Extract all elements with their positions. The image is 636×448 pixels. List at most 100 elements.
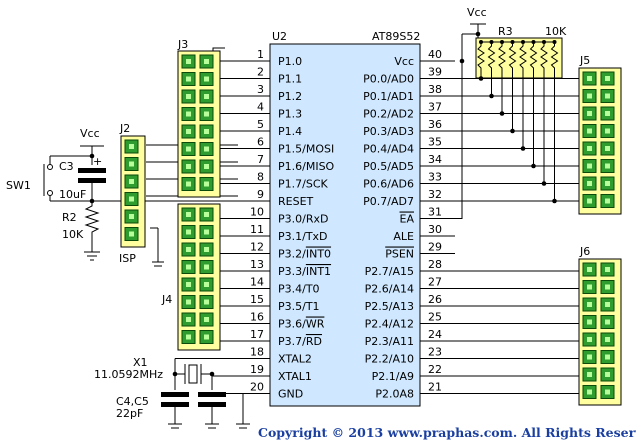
capacitor-c5-plate (198, 392, 226, 397)
chip-pin-40-name: Vcc (394, 55, 414, 68)
header-pin-center (587, 354, 592, 360)
header-pin-center (605, 389, 610, 395)
chip-pin-39-name: P0.0/AD0 (363, 73, 414, 86)
header-pin-center (204, 146, 209, 152)
junction-dot (520, 146, 526, 151)
header-pin-center (186, 247, 191, 252)
header-pin-center (204, 212, 209, 217)
chip-pin-21-name: P2.0A8 (375, 388, 414, 401)
header-pin-center (186, 129, 191, 134)
chip-pin-11-name: P3.1/TxD (278, 230, 328, 243)
header-pin-center (129, 161, 134, 167)
header-j4 (177, 203, 221, 351)
chip-pin-6-number: 6 (257, 136, 264, 149)
header-pin-center (204, 59, 209, 64)
chip-pin-2-name: P1.1 (278, 73, 302, 86)
r3-element (550, 42, 559, 74)
chip-pin-2-number: 2 (257, 66, 264, 79)
capacitor-c5-plate (198, 402, 226, 407)
chip-pin-37-number: 37 (428, 101, 442, 114)
chip-pin-20-name: GND (278, 388, 303, 401)
header-j3 (177, 50, 221, 198)
chip-pin-34-number: 34 (428, 153, 442, 166)
chip-pin-27-name: P2.6/A14 (365, 283, 414, 296)
header-pin-center (605, 267, 610, 272)
header-pin-center (204, 76, 209, 82)
header-pin-center (129, 231, 134, 237)
chip-pin-32-name: P0.7/AD7 (363, 195, 414, 208)
chip-pin-32-number: 32 (428, 188, 442, 201)
header-pin-center (605, 76, 610, 81)
chip-pin-23-number: 23 (428, 346, 442, 359)
header-pin-center (587, 111, 592, 116)
label-j2: J2 (119, 122, 130, 135)
header-pin-center (129, 179, 134, 184)
header-pin-center (587, 389, 592, 395)
header-pin-center (186, 212, 191, 217)
chip-pins: 1P1.02P1.13P1.24P1.35P1.46P1.5/MOSI7P1.6… (225, 48, 455, 401)
header-pin-center (204, 229, 209, 235)
chip-pin-6-name: P1.5/MOSI (278, 143, 334, 156)
label-j4: J4 (161, 293, 172, 306)
chip-pin-4-name: P1.3 (278, 108, 302, 121)
junction-dot (510, 128, 515, 134)
label-c3-plus: + (93, 155, 102, 168)
chip-pin-33-name: P0.6/AD6 (363, 178, 414, 191)
header-pin-center (587, 337, 592, 342)
chip-pin-25-name: P2.4/A12 (365, 318, 414, 331)
chip-pin-17-number: 17 (250, 328, 264, 341)
header-pin-center (129, 214, 134, 219)
chip-pin-16-name: P3.6/WR (278, 318, 325, 331)
chip-pin-38-number: 38 (428, 83, 442, 96)
chip-pin-34-name: P0.5/AD5 (363, 160, 414, 173)
label-j3: J3 (177, 38, 188, 51)
chip-pin-37-name: P0.2/AD2 (363, 108, 414, 121)
chip-pin-13-number: 13 (250, 258, 264, 271)
chip-pin-8-number: 8 (257, 171, 264, 184)
header-pin-center (605, 111, 610, 116)
chip-pin-15-number: 15 (250, 293, 264, 306)
header-pin-center (605, 93, 610, 99)
label-c3-value: 10uF (59, 188, 86, 201)
junction-dot (172, 371, 178, 377)
chip-body (269, 43, 421, 407)
chip-pin-18-name: XTAL2 (278, 353, 312, 366)
r3-element (487, 42, 496, 74)
header-pin-center (587, 198, 592, 204)
chip-pin-35-number: 35 (428, 136, 442, 149)
chip-pin-12-name: P3.2/INT0 (278, 248, 331, 261)
header-pin-center (186, 146, 191, 152)
chip-ref: U2 (272, 30, 287, 43)
chip-pin-19-name: XTAL1 (278, 370, 312, 383)
header-pin-center (587, 372, 592, 377)
header-pin-center (204, 282, 209, 287)
chip-pin-5-number: 5 (257, 118, 264, 131)
junction-dot (478, 76, 484, 81)
chip-pin-24-number: 24 (428, 328, 442, 341)
label-c45: C4,C5 (116, 395, 149, 408)
header-pin-center (587, 267, 592, 272)
junction-dot (531, 163, 536, 169)
chip-part: AT89S52 (372, 30, 420, 43)
header-pin-center (204, 129, 209, 134)
capacitor-c4-plate (161, 392, 189, 397)
chip-pin-8-name: P1.7/SCK (278, 178, 328, 191)
r3-element (519, 42, 527, 74)
chip-pin-27-number: 27 (428, 276, 442, 289)
label-isp: ISP (119, 252, 136, 265)
capacitor-c3-plate (78, 178, 106, 183)
header-pin-center (186, 229, 191, 235)
header-pin-center (204, 181, 209, 187)
label-c45-value: 22pF (116, 407, 143, 420)
label-vcc-left: Vcc (80, 127, 100, 140)
header-j6 (578, 258, 622, 406)
chip-pin-1-name: P1.0 (278, 55, 302, 68)
copyright-text: Copyright © 2013 www.praphas.com. All Ri… (258, 425, 636, 440)
chip-pin-5-name: P1.4 (278, 125, 302, 138)
chip-pin-19-number: 19 (250, 363, 264, 376)
header-pin-center (129, 196, 134, 202)
chip-pin-10-number: 10 (250, 206, 264, 219)
label-sw1: SW1 (6, 179, 31, 192)
chip-pin-33-number: 33 (428, 171, 442, 184)
